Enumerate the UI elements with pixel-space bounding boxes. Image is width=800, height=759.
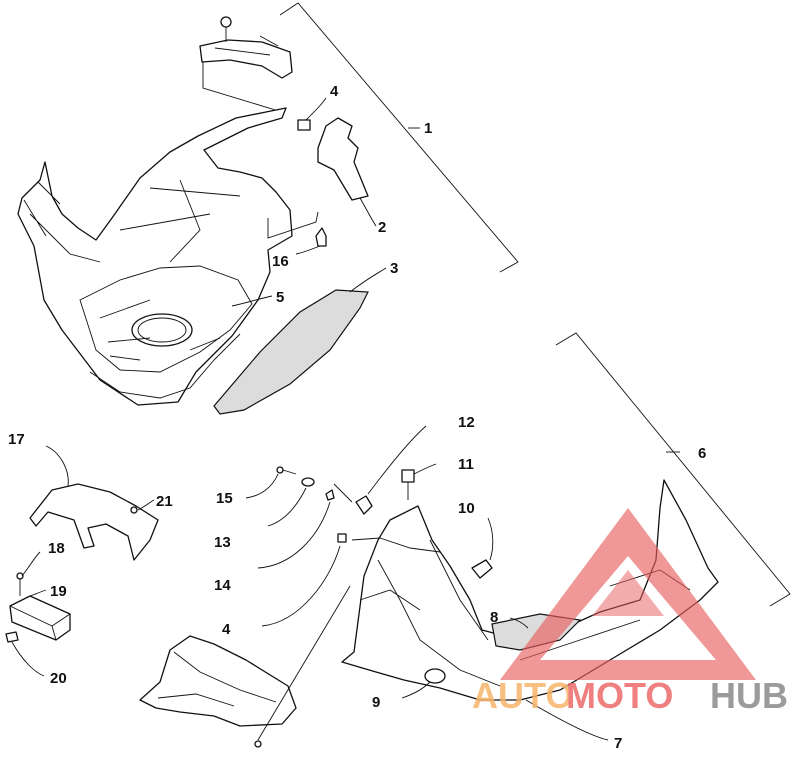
fastener-top <box>220 16 232 28</box>
callout-9: 9 <box>372 694 380 711</box>
clip-20 <box>5 631 19 643</box>
upper-front-cowl-assembly <box>17 2 519 415</box>
nut-11 <box>401 469 415 483</box>
leader-16 <box>295 245 321 255</box>
callout-21: 21 <box>156 493 173 510</box>
screw-15 <box>276 466 284 474</box>
clip-4-upper <box>297 119 311 131</box>
callout-17: 17 <box>8 431 25 448</box>
leader-4-lower <box>261 545 341 627</box>
watermark-inner-triangle-icon <box>592 570 664 616</box>
cowl-inner-panel <box>79 265 253 373</box>
watermark-auto: AUTO <box>472 675 573 716</box>
cowl-panel-lines <box>99 179 241 361</box>
leader-8 <box>509 617 529 629</box>
leader-17 <box>45 445 69 487</box>
callout-11: 11 <box>458 456 474 473</box>
callout-3: 3 <box>390 260 398 277</box>
callout-8: 8 <box>490 609 498 626</box>
screw-15-shaft <box>282 469 297 475</box>
callout-4-upper: 4 <box>330 83 339 100</box>
callout-2: 2 <box>378 219 386 236</box>
cowl-decal-piece <box>317 117 369 201</box>
callout-12: 12 <box>458 414 475 431</box>
leader-15 <box>245 473 279 499</box>
assembly-1-bracket <box>279 2 519 273</box>
callout-1: 1 <box>424 120 432 137</box>
headlight-opening-inner <box>137 317 187 343</box>
leader-19 <box>29 589 47 597</box>
leader-21 <box>137 499 155 511</box>
leader-11 <box>413 463 437 475</box>
headlight-opening <box>131 313 193 347</box>
nut-14 <box>325 489 335 501</box>
clip-4-lower <box>337 533 347 543</box>
callout-5: 5 <box>276 289 284 306</box>
lower-bracket <box>139 635 297 727</box>
hardware-group <box>245 425 437 627</box>
knob-10 <box>471 559 493 579</box>
callout-4-lower: 4 <box>222 621 231 638</box>
lower-fairing-body <box>341 479 719 701</box>
bracket-detail-lines <box>214 35 279 56</box>
callout-6: 6 <box>698 445 706 462</box>
control-module-19 <box>9 595 71 641</box>
callout-19: 19 <box>50 583 67 600</box>
callout-18: 18 <box>48 540 65 557</box>
callout-labels: 1 2 3 4 5 16 17 21 18 19 20 15 13 14 4 1… <box>8 83 706 752</box>
watermark-moto: MOTO <box>566 675 673 716</box>
module-19-edges <box>9 605 71 641</box>
callout-20: 20 <box>50 670 67 687</box>
bolt-16 <box>315 227 327 247</box>
hardware-guide <box>333 483 353 503</box>
watermark-triangle-icon <box>500 508 756 680</box>
callout-14: 14 <box>214 577 231 594</box>
callout-13: 13 <box>214 534 231 551</box>
hardware-leader-lines <box>351 537 441 553</box>
callout-10: 10 <box>458 500 475 517</box>
leader-20 <box>11 641 45 677</box>
bracket-guide-lines <box>202 62 283 113</box>
callout-15: 15 <box>216 490 233 507</box>
left-side-components <box>5 445 159 677</box>
watermark-logo: AUTO MOTO HUB <box>472 508 788 716</box>
leader-10 <box>487 517 494 561</box>
leader-13 <box>267 487 307 527</box>
lower-screw-guide <box>257 585 351 741</box>
assembly-6-bracket <box>555 332 791 607</box>
cowl-lower-rim <box>89 333 241 399</box>
windscreen-foam-panel <box>213 289 369 415</box>
top-mount-bracket <box>199 39 293 79</box>
leader-9 <box>401 681 431 699</box>
lower-screw <box>254 740 262 748</box>
leader-12 <box>367 425 427 495</box>
watermark-hub: HUB <box>710 675 788 716</box>
plug-9 <box>424 668 446 684</box>
leader-18 <box>21 551 41 577</box>
leader-2 <box>359 197 377 227</box>
washer-13 <box>301 477 315 487</box>
grommet-12 <box>355 495 373 515</box>
screw-18 <box>16 572 24 580</box>
leader-14 <box>257 501 331 569</box>
screw-21 <box>130 506 138 514</box>
callout-16: 16 <box>272 253 289 270</box>
bolt-16-guide <box>267 211 319 239</box>
front-cowl-body <box>17 107 293 406</box>
leader-4-upper <box>305 97 327 121</box>
leader-7 <box>525 699 609 741</box>
lower-bracket-detail <box>157 651 277 707</box>
callout-7: 7 <box>614 735 622 752</box>
cowl-edge-trim <box>23 181 101 263</box>
leader-3 <box>349 267 387 293</box>
heat-shield-17 <box>29 483 159 561</box>
leader-5 <box>231 295 273 307</box>
